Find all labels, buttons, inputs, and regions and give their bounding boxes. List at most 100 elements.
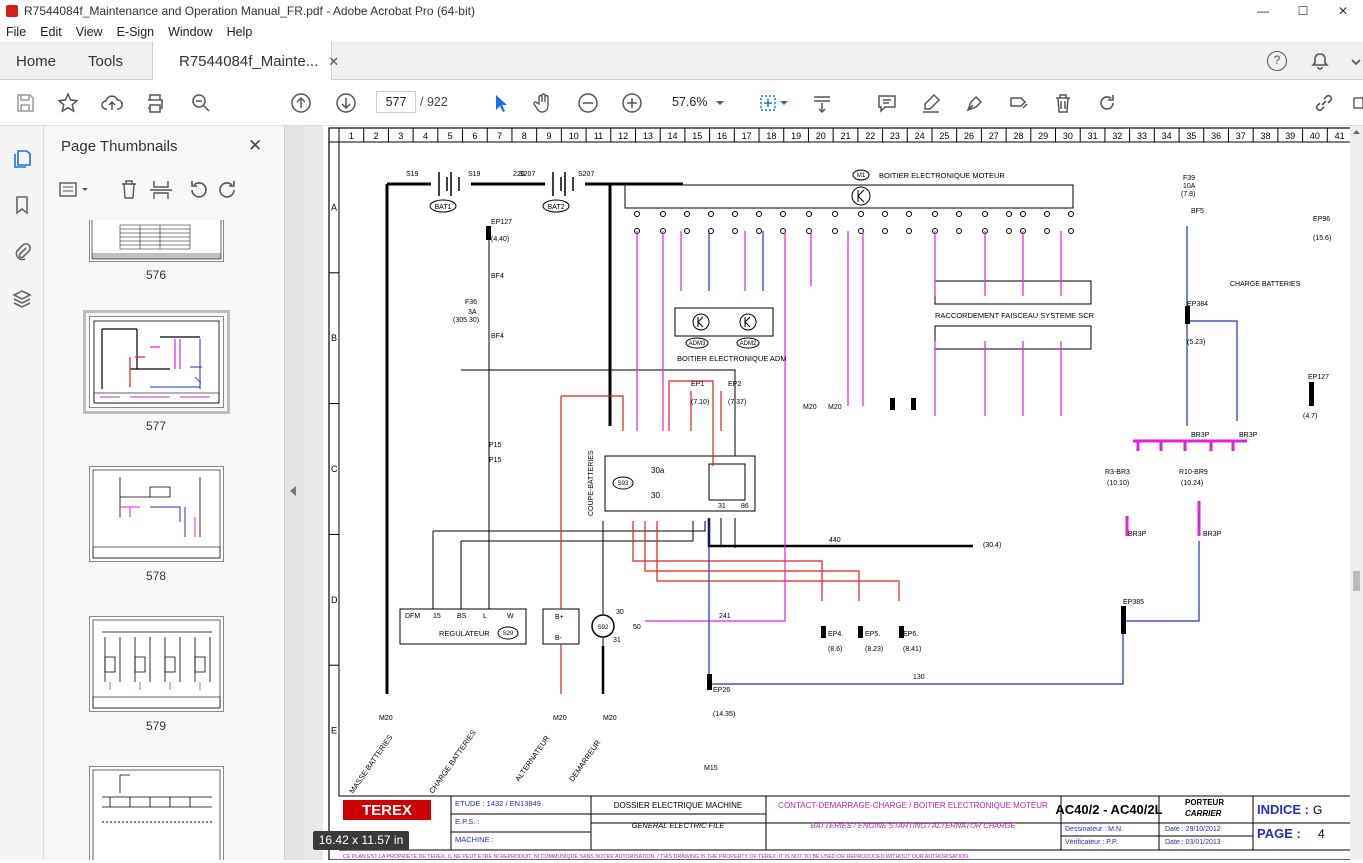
- menu-view[interactable]: View: [75, 25, 103, 39]
- svg-text:(10.24): (10.24): [1181, 480, 1203, 487]
- bat2-label: BAT2: [548, 204, 565, 211]
- hand-tool-icon[interactable]: [532, 92, 554, 114]
- svg-text:440: 440: [829, 537, 841, 544]
- close-panel-icon[interactable]: ✕: [248, 136, 263, 155]
- comment-icon[interactable]: [876, 92, 898, 114]
- svg-text:50: 50: [633, 624, 641, 631]
- zoom-search-icon[interactable]: [190, 92, 212, 114]
- ecu-pin: [660, 211, 666, 217]
- maximize-button[interactable]: ☐: [1297, 4, 1309, 18]
- previous-page-icon[interactable]: [290, 92, 312, 114]
- svg-text:BF4: BF4: [491, 333, 504, 340]
- machine: MACHINE :: [455, 835, 494, 844]
- extract-pages-icon[interactable]: [150, 181, 172, 199]
- ecu-pin: [1006, 228, 1012, 234]
- zoom-in-icon[interactable]: [621, 92, 643, 114]
- select-cursor-icon[interactable]: [490, 92, 512, 114]
- svg-text:S92: S92: [598, 625, 609, 631]
- window-titlebar: R7544084f_Maintenance and Operation Manu…: [0, 0, 1363, 22]
- rotate-right-icon[interactable]: [219, 181, 235, 198]
- tab-home[interactable]: Home: [16, 52, 57, 70]
- menu-help[interactable]: Help: [226, 25, 253, 39]
- thumbnail-page[interactable]: [89, 466, 224, 562]
- zoom-dropdown-icon[interactable]: [713, 92, 727, 114]
- column-number: 39: [1285, 131, 1295, 141]
- menu-window[interactable]: Window: [168, 25, 213, 39]
- main-toolbar: [0, 80, 1363, 126]
- page-number-input[interactable]: 577: [376, 91, 416, 113]
- thumbnail-page-selected[interactable]: [83, 310, 230, 414]
- svg-text:EP1: EP1: [691, 381, 704, 388]
- svg-text:ADM2: ADM2: [740, 341, 757, 347]
- redo-icon[interactable]: [1096, 92, 1118, 114]
- thumbnail-label: 579: [145, 719, 167, 733]
- delete-pages-icon[interactable]: [122, 180, 136, 199]
- acrobat-app-icon: [6, 5, 18, 17]
- svg-text:3A: 3A: [468, 309, 477, 316]
- svg-text:M20: M20: [379, 715, 393, 722]
- column-number: 21: [840, 131, 850, 141]
- svg-text:BS: BS: [457, 613, 467, 620]
- minimize-button[interactable]: —: [1257, 4, 1269, 18]
- help-icon[interactable]: ?: [1267, 51, 1287, 71]
- thumbnail-page[interactable]: [89, 220, 224, 262]
- next-page-icon[interactable]: [335, 92, 357, 114]
- rotate-left-icon[interactable]: [191, 181, 207, 198]
- bookmark-star-icon[interactable]: [57, 92, 79, 114]
- ecu-pin: [832, 228, 838, 234]
- draw-pen-icon[interactable]: [964, 92, 986, 114]
- menu-esign[interactable]: E-Sign: [116, 25, 155, 39]
- left-navigation-rail: [0, 126, 44, 860]
- column-number: 2: [374, 131, 379, 141]
- svg-text:DFM: DFM: [405, 613, 420, 620]
- attachments-paperclip-icon[interactable]: [11, 240, 33, 262]
- panel-splitter[interactable]: [285, 126, 304, 860]
- magenta-wires: [636, 231, 1062, 622]
- svg-text:(8.6): (8.6): [828, 646, 842, 653]
- close-tab-icon[interactable]: ✕: [328, 53, 340, 69]
- masse-label: MASSE BATTERIES: [347, 733, 394, 795]
- toolbar-overflow-icon[interactable]: [1352, 92, 1363, 114]
- print-icon[interactable]: [144, 92, 166, 114]
- menu-file[interactable]: File: [6, 25, 27, 39]
- highlight-pen-icon[interactable]: [920, 92, 942, 114]
- svg-text:BF4: BF4: [491, 273, 504, 280]
- title-fr: CONTACT-DEMARRAGE-CHARGE / BOITIER ELECT…: [778, 801, 1048, 810]
- bookmarks-icon[interactable]: [11, 194, 33, 216]
- tab-tools[interactable]: Tools: [88, 52, 124, 70]
- etude: ETUDE : 1432 / EN13849: [455, 799, 541, 808]
- save-icon[interactable]: [14, 92, 36, 114]
- svg-text:241: 241: [719, 613, 731, 620]
- menu-edit[interactable]: Edit: [40, 25, 62, 39]
- thumbnail-options-icon[interactable]: [59, 182, 88, 197]
- ecu-pin: [708, 211, 714, 217]
- layers-icon[interactable]: [11, 288, 33, 310]
- fit-page-icon[interactable]: [757, 92, 779, 114]
- zoom-out-icon[interactable]: [577, 92, 599, 114]
- page-thumbnails-icon[interactable]: [11, 148, 33, 170]
- scroll-mode-icon[interactable]: [811, 92, 833, 114]
- svg-text:BR3P: BR3P: [1128, 531, 1147, 538]
- fill-sign-icon[interactable]: [1008, 92, 1030, 114]
- ecu-pin: [858, 211, 864, 217]
- charge-bat-label: CHARGE BATTERIES: [427, 728, 478, 795]
- zoom-level-input[interactable]: 57.6%: [672, 95, 708, 109]
- row-letter: E: [331, 726, 337, 736]
- tab-document[interactable]: R7544084f_Mainte... ✕: [152, 42, 339, 81]
- thumbnail-page[interactable]: [89, 766, 224, 860]
- more-menu-icon[interactable]: [1349, 52, 1363, 72]
- notifications-bell-icon[interactable]: [1310, 51, 1330, 71]
- column-number: 40: [1310, 131, 1320, 141]
- collapse-arrow-icon[interactable]: [290, 486, 296, 496]
- date-1: Date : 29/10/2012: [1165, 826, 1221, 833]
- fit-dropdown-icon[interactable]: [778, 92, 790, 114]
- delete-trash-icon[interactable]: [1052, 92, 1074, 114]
- share-link-icon[interactable]: [1313, 92, 1335, 114]
- thumbnail-page[interactable]: [89, 616, 224, 712]
- close-window-button[interactable]: ✕: [1337, 4, 1349, 18]
- svg-text:M20: M20: [828, 404, 842, 411]
- thumbnail-label: 577: [145, 419, 167, 433]
- document-scrollbar[interactable]: [1350, 126, 1363, 860]
- upload-cloud-icon[interactable]: [101, 92, 123, 114]
